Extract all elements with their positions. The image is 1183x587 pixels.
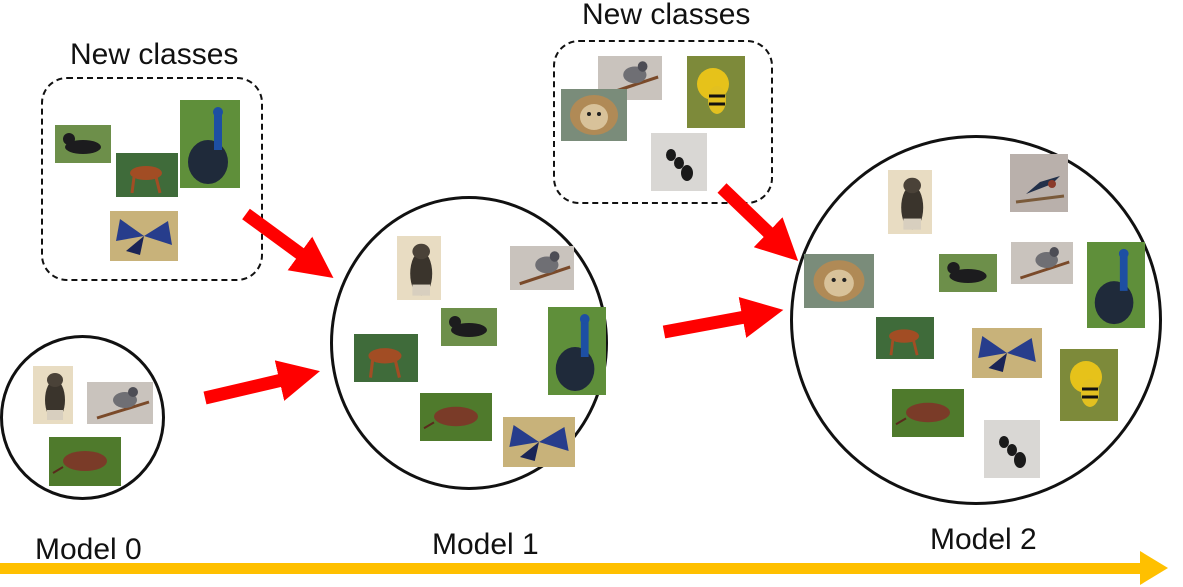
peacock-thumbnail bbox=[1087, 242, 1145, 328]
dog-thumbnail bbox=[55, 125, 111, 163]
new-classes-box-1 bbox=[41, 77, 263, 281]
arrow-model-1-to-model-2 bbox=[662, 297, 784, 339]
new-classes-box-2 bbox=[553, 40, 773, 204]
butterfly-thumbnail bbox=[503, 417, 575, 467]
model-1-circle bbox=[330, 196, 608, 490]
weevil-thumbnail bbox=[892, 389, 964, 437]
butterfly-thumbnail bbox=[972, 328, 1042, 378]
bird-thumbnail bbox=[1011, 242, 1073, 284]
bird-thumbnail bbox=[598, 56, 662, 100]
lion-thumbnail bbox=[804, 254, 874, 308]
model-0-circle bbox=[0, 335, 165, 500]
weevil-thumbnail bbox=[49, 437, 121, 486]
new-classes-label-2: New classes bbox=[582, 0, 751, 31]
cat-thumbnail bbox=[33, 366, 73, 424]
weevil-thumbnail bbox=[420, 393, 492, 441]
peacock-thumbnail bbox=[548, 307, 606, 395]
swallow-thumbnail bbox=[1010, 154, 1068, 212]
timeline-bar bbox=[0, 563, 1140, 574]
arrow-new-classes-1-to-model-1 bbox=[242, 208, 334, 279]
model-0-label: Model 0 bbox=[35, 533, 142, 566]
horse-thumbnail bbox=[876, 317, 934, 359]
dog-thumbnail bbox=[441, 308, 497, 346]
wasp-thumbnail bbox=[1060, 349, 1118, 421]
butterfly-thumbnail bbox=[110, 211, 178, 261]
timeline-arrowhead bbox=[1140, 551, 1168, 585]
dog-thumbnail bbox=[939, 254, 997, 292]
bird-thumbnail bbox=[87, 382, 153, 424]
model-2-circle bbox=[790, 135, 1162, 505]
wasp-thumbnail bbox=[687, 56, 745, 128]
ant-thumbnail bbox=[651, 133, 707, 191]
new-classes-label-1: New classes bbox=[70, 38, 239, 71]
model-2-label: Model 2 bbox=[930, 523, 1037, 556]
peacock-thumbnail bbox=[180, 100, 240, 188]
cat-thumbnail bbox=[397, 236, 441, 300]
arrow-new-classes-2-to-model-2 bbox=[717, 183, 799, 261]
arrow-model-0-to-model-1 bbox=[203, 360, 320, 405]
horse-thumbnail bbox=[354, 334, 418, 382]
cat-thumbnail bbox=[888, 170, 932, 234]
horse-thumbnail bbox=[116, 153, 178, 197]
lion-thumbnail bbox=[561, 89, 627, 141]
bird-thumbnail bbox=[510, 246, 574, 290]
model-1-label: Model 1 bbox=[432, 528, 539, 561]
ant-thumbnail bbox=[984, 420, 1040, 478]
